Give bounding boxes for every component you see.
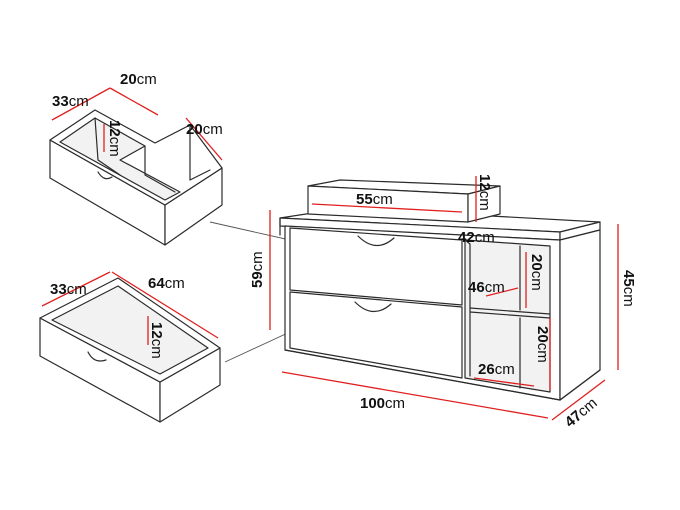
label-drawer-bottom-width: 64cm [148,275,185,292]
label-drawer-top-width: 20cm [120,71,157,88]
dim-niche-lower-width [473,377,535,387]
drawer-top-leader [209,221,291,241]
label-total-height: 59cm [249,251,266,288]
label-top-box-width: 55cm [356,191,393,208]
dim-drawer-top-depth [51,87,111,121]
dim-top-box-width [311,203,463,213]
label-drawer-bottom-depth: 33cm [50,281,87,298]
drawer-top-illustration [49,109,223,246]
drawer-bottom-illustration [39,277,221,423]
dim-drawer-bottom-depth [41,271,111,307]
label-total-depth: 47cm [562,394,601,431]
label-drawer-top-side: 20cm [186,121,223,138]
dim-total-width [281,371,549,419]
label-niche-upper-height: 20cm [528,254,545,291]
dim-total-depth [551,379,606,421]
dim-drawer-bottom-width [111,271,219,339]
label-total-width: 100cm [360,395,405,412]
label-top-box-height: 12cm [476,174,493,211]
dim-drawer-top-width [109,87,159,116]
dim-shelf-upper-width [485,287,519,297]
label-shelf-width: 42cm [458,229,495,246]
label-drawer-top-depth: 33cm [52,93,89,110]
label-side-height: 45cm [620,270,637,307]
label-niche-lower-height: 20cm [534,326,551,363]
cabinet-illustration [279,179,601,401]
label-shelf-upper-height: 46cm [468,279,505,296]
label-niche-lower-width: 26cm [478,361,515,378]
label-drawer-bottom-height: 12cm [148,322,165,359]
label-drawer-top-height: 12cm [106,120,123,157]
dim-drawer-top-side [185,117,223,161]
